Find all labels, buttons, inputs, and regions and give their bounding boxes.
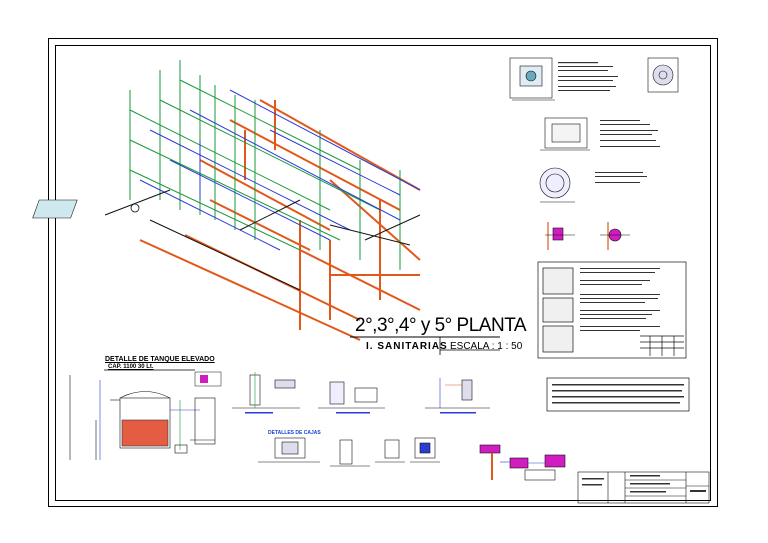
title-block-text [582,475,706,493]
sewer-pipes [139,99,421,341]
general-notes-box [546,377,690,412]
detail-top-right [647,57,679,93]
box-details [258,437,440,467]
detail-text-block-3 [595,172,647,183]
detail-registry-plan [539,167,575,203]
detail-text-block-1 [558,62,618,91]
drawing-title: 2°,3°,4° y 5° PLANTA [355,315,527,336]
detail-valves [545,222,630,250]
notes-table-text [580,268,660,331]
fixture-labels [245,412,476,414]
detail-box-section [540,117,590,151]
floor-drain-fixture [32,199,140,219]
blue-pipes [139,89,421,251]
water-pipes [129,60,401,270]
title-block [577,471,710,504]
detail-top-left [509,57,555,101]
notes-table [537,261,687,359]
drawing-subtitle: I. SANITARIAS [366,341,448,352]
tank-detail [69,375,216,460]
general-notes-text [552,384,684,404]
boxes-detail-label: DETALLES DE CAJAS [268,430,321,436]
valve-detail [479,444,566,481]
black-pipes [104,189,421,291]
drawing-frame [55,45,711,501]
tank-detail-title: DETALLE DE TANQUE ELEVADO [105,356,215,363]
detail-text-block-2 [600,120,660,147]
drawing-scale: ESCALA : 1 : 50 [450,341,523,352]
tank-capacity: CAP. 1100 30 Lt. [108,364,154,370]
fixture-elevations [232,372,490,409]
tank-legend [194,371,222,387]
